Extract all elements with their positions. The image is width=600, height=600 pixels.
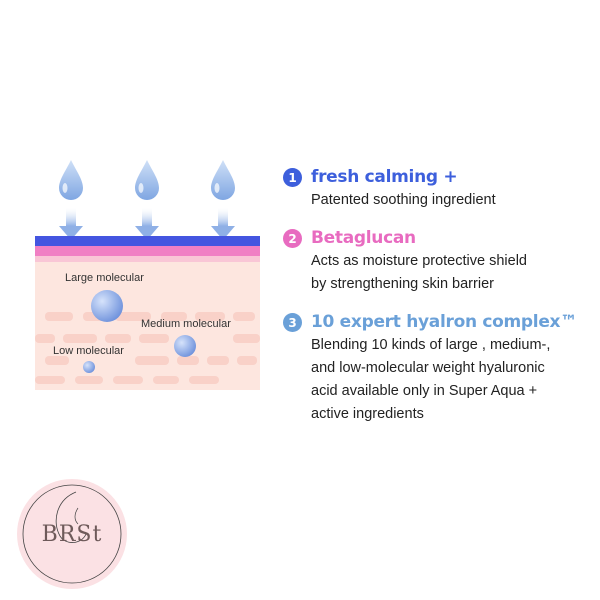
barrier-blue-layer: [35, 236, 260, 246]
number-badge: 3: [283, 313, 302, 332]
feature-description: Patented soothing ingredient: [311, 189, 593, 212]
description-line: Blending 10 kinds of large , medium-,: [311, 337, 551, 353]
medium-molecule: [174, 335, 196, 357]
skin-diagram: Large molecular Medium molecular Low mol…: [35, 150, 260, 390]
arrow-down-icon: [211, 208, 235, 240]
low-molecular-label: Low molecular: [53, 345, 124, 357]
droplet-icon: [135, 160, 159, 200]
skin-layer: [35, 262, 260, 390]
description-line: and low-molecular weight hyaluronic: [311, 360, 545, 376]
feature-item-hyalron-complex: 3 10 expert hyalron complex™ Blending 10…: [283, 310, 593, 426]
droplet-icon: [59, 160, 83, 200]
medium-molecular-label: Medium molecular: [141, 318, 231, 330]
barrier-pink-layer: [35, 246, 260, 256]
description-line: by strengthening skin barrier: [311, 276, 494, 292]
skin-cells: [35, 312, 260, 384]
description-line: acid available only in Super Aqua +: [311, 383, 538, 399]
feature-description: Acts as moisture protective shield by st…: [311, 250, 593, 296]
low-molecule: [83, 361, 95, 373]
feature-description: Blending 10 kinds of large , medium-, an…: [311, 334, 593, 426]
feature-list: 1 fresh calming + Patented soothing ingr…: [283, 165, 593, 440]
arrow-down-icon: [135, 208, 159, 240]
barrier-light-layer: [35, 256, 260, 262]
feature-title: 10 expert hyalron complex™: [311, 312, 577, 332]
brand-logo: BRSt: [16, 478, 128, 590]
logo-text: BRSt: [41, 522, 103, 547]
droplet-icon: [211, 160, 235, 200]
feature-item-betaglucan: 2 Betaglucan Acts as moisture protective…: [283, 226, 593, 296]
feature-title: fresh calming +: [311, 167, 458, 187]
large-molecular-label: Large molecular: [65, 272, 144, 284]
description-line: Patented soothing ingredient: [311, 192, 496, 208]
number-badge: 1: [283, 168, 302, 187]
feature-item-fresh-calming: 1 fresh calming + Patented soothing ingr…: [283, 165, 593, 212]
large-molecule: [91, 290, 123, 322]
arrow-down-icon: [59, 208, 83, 240]
number-badge: 2: [283, 229, 302, 248]
description-line: active ingredients: [311, 406, 424, 422]
feature-title: Betaglucan: [311, 228, 416, 248]
description-line: Acts as moisture protective shield: [311, 253, 527, 269]
